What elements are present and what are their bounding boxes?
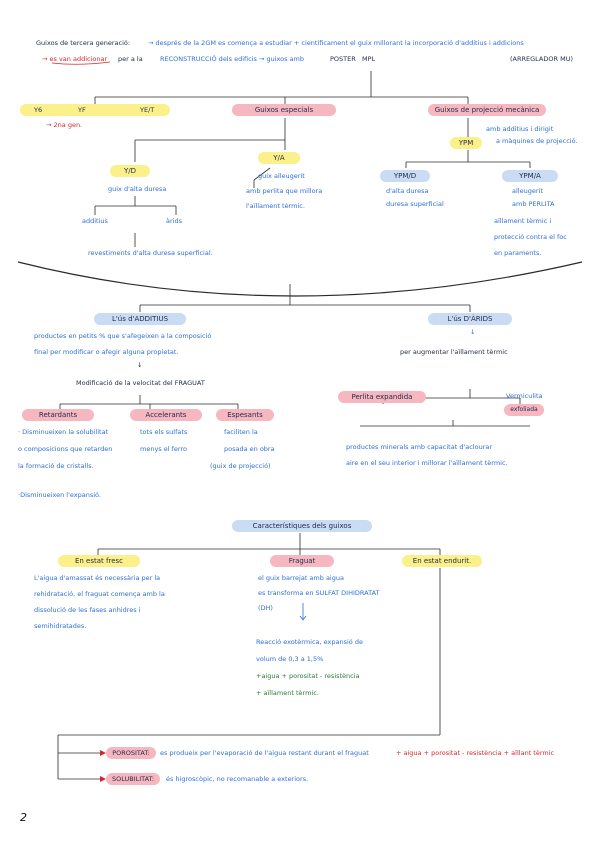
arids-text: per augmentar l'aïllament tèrmic [400,348,508,356]
pill-ypmd: YPM/D [380,170,430,182]
yd-footer: revestiments d'alta duresa superficial. [88,249,213,257]
pill-endurit: En estat endurit. [402,555,482,567]
intro-title: Guixos de tercera generació: [36,39,131,47]
pill-ypma: YPM/A [502,170,558,182]
yd-text: guix d'alta duresa [108,185,167,193]
additius-footer: ·Disminueixen l'expansió. [18,491,101,499]
additius-subtitle: Modificació de la velocitat del FRAGUAT [76,379,205,387]
additius-text-2: final per modificar o afegir alguna prop… [34,348,179,356]
arids-desc-2: aire en el seu interior i millorar l'aïl… [346,459,508,467]
esp-text-1: faciliten la [224,428,258,436]
pill-projeccio: Guixos de projecció mecànica [428,104,546,116]
ret-text-3: la formació de cristalls. [18,462,94,470]
fraguat-text-1: el guix barrejat amb aigua [258,574,344,582]
intro-text-4: POSTER [330,55,356,63]
ypmd-text-2: duresa superficial [386,200,444,208]
intro-text-3: RECONSTRUCCIÓ dels edificis → guixos amb [160,55,305,63]
arids-arrow: ↓ [470,328,476,336]
ypm-note-2: a màquines de projecció. [496,137,578,145]
ypma-text-2: amb PERLITA [512,200,555,208]
ypma-text-4: protecció contra el foc [494,233,567,241]
intro-text-5: MPL [362,55,376,63]
pill-additius: L'ús d'ADDITIUS [94,313,186,325]
fraguat-text-6: +aigua + porositat - resistència [256,672,360,680]
pill-vermiculita: exfoliada [504,404,544,416]
ypma-text-5: en paraments. [494,249,542,257]
fraguat-text-4: Reacció exotèrmica, expansió de [256,638,363,646]
fresc-text-4: semihidratades. [34,622,87,630]
yd-sub-arids: àrids [166,217,182,225]
yd-sub-additius: additius [82,217,108,225]
ypma-text-3: aïllament tèrmic i [494,217,552,225]
group-2gen [20,104,170,116]
arids-desc-1: productes minerals amb capacitat d'aclou… [346,443,493,451]
page-number: 2 [20,811,27,824]
porositat-text: es produeix per l'evaporació de l'aigua … [160,749,369,757]
acc-text-1: tots els sulfats [140,428,188,436]
fraguat-text-7: + aïllament tèrmic. [256,689,319,697]
fresc-text-2: rehidratació, el fraguat comença amb la [34,590,165,598]
ypmd-text-1: d'alta duresa [386,187,429,195]
pill-espesants: Espesants [216,409,274,421]
ypma-text-1: alleugerit [512,187,543,195]
ya-text-3: l'aïllament tèrmic. [246,202,305,210]
pill-porositat: POROSITAT: [106,747,156,759]
fraguat-text-5: volum de 0,3 a 1,5% [256,655,324,663]
pill-accelerants: Accelerants [130,409,202,421]
porositat-red: + aigua + porositat - resistència + aïll… [396,749,555,757]
fresc-text-1: L'aigua d'amassat és necessària per la [34,574,161,582]
pill-arids: L'ús D'ÀRIDS [428,313,512,325]
vermiculita-1: Vermiculita [506,392,543,400]
pill-solubilitat: SOLUBILITAT: [106,773,160,785]
fraguat-text-3: (DH) [258,604,273,612]
pill-ypm: YPM [450,137,482,149]
intro-addicionar: → es van addicionar [42,55,108,63]
label-yet: YE/T [140,106,155,114]
pill-caracteristiques: Característiques dels guixos [232,520,372,532]
esp-text-3: (guix de projecció) [210,462,271,470]
intro-text-2: per a la [118,55,143,63]
pill-fresc: En estat fresc [58,555,140,567]
ypm-note-1: amb additius i dirigit [486,125,554,133]
label-y6: Y6 [34,106,43,114]
additius-text-1: productes en petits % que s'afegeixen a … [34,332,212,340]
pill-yd: Y/D [110,165,150,177]
ya-text-2: amb perlita que millora [246,187,323,195]
intro-text: → després de la 2GM es comença a estudia… [148,39,524,47]
pill-ya: Y/A [258,152,300,164]
note-2na-gen: → 2na gen. [46,121,83,129]
fraguat-text-2: es transforma en SULFAT DIHIDRATAT [258,589,380,597]
solubilitat-text: és higroscòpic, no recomanable a exterio… [166,775,309,783]
ret-text-2: o composicions que retarden [18,445,113,453]
additius-arrow: ↓ [137,361,143,369]
ya-text-1: guix alleugerit [258,172,305,180]
pill-fraguat: Fraguat [270,555,334,567]
pill-especials: Guixos especials [232,104,336,116]
intro-right-note: (ARREGLADOR MU) [510,55,573,63]
ret-text-1: · Disminueixen la solubilitat [18,428,109,436]
label-yf: YF [78,106,86,114]
esp-text-2: posada en obra [224,445,275,453]
acc-text-2: menys el ferro [140,445,187,453]
pill-retardants: Retardants [22,409,94,421]
pill-perlita: Perlita expandida [338,391,426,403]
fresc-text-3: dissolució de les fases anhidres i [34,606,141,614]
